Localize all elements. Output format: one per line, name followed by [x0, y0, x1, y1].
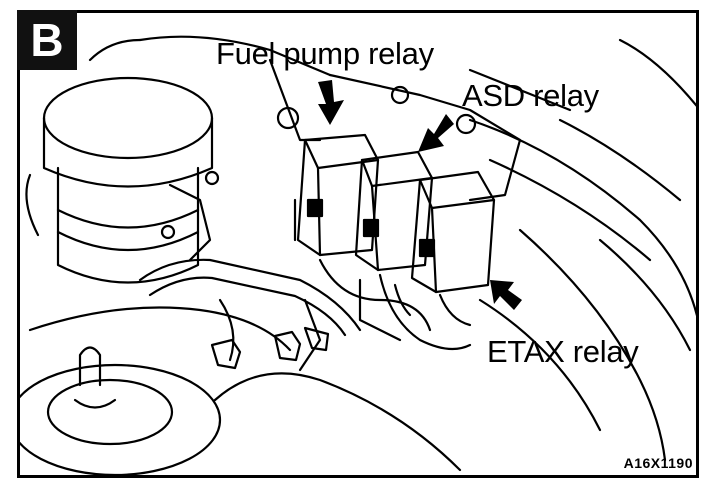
relay-asd [354, 150, 434, 272]
fluid-reservoir [25, 76, 220, 284]
relay-fuel-pump [293, 133, 380, 257]
callout-asd-relay: ASD relay [462, 78, 599, 113]
relay-etax [410, 170, 496, 294]
callout-arrows [318, 80, 522, 310]
arrow-asd-relay [418, 114, 454, 152]
wiring-harness [318, 258, 472, 351]
callout-etax-relay: ETAX relay [487, 334, 639, 369]
arrow-fuel-pump-relay [318, 80, 344, 125]
panel-label-badge: B [17, 10, 77, 70]
diagram-frame [17, 10, 699, 478]
mount-bolts [210, 326, 330, 370]
callout-fuel-pump-relay: Fuel pump relay [216, 36, 434, 71]
strut-tower [20, 346, 462, 475]
body-panel-lines [88, 35, 696, 462]
hoses [28, 258, 362, 372]
figure-code: A16X1190 [623, 455, 693, 471]
arrow-etax-relay [490, 280, 522, 310]
